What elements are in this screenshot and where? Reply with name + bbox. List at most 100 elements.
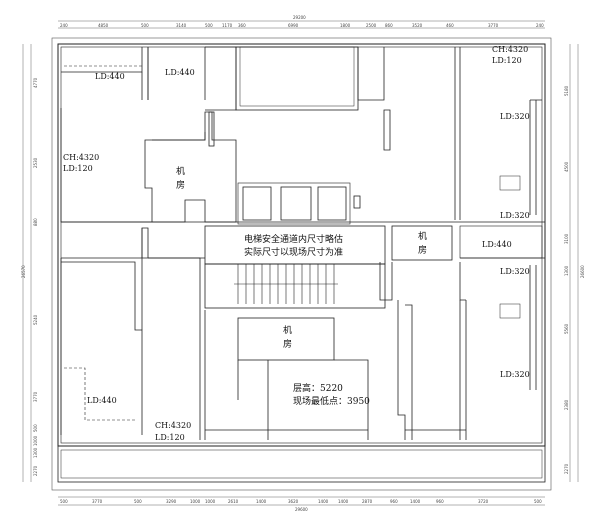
top-dim-seg: 500 xyxy=(205,23,213,28)
top-dim-seg: 240 xyxy=(536,23,544,28)
right-dim-seg: 1300 xyxy=(564,265,569,276)
right-dim-seg: 3100 xyxy=(564,233,569,244)
bottom-dim-seg: 500 xyxy=(534,499,542,504)
label-machine-room-center-1: 机 xyxy=(283,326,293,336)
label-ld440-a: LD:440 xyxy=(95,72,125,81)
right-dim-seg: 5180 xyxy=(564,85,569,96)
top-dim-seg: 500 xyxy=(141,23,149,28)
right-dim-seg: 2270 xyxy=(564,463,569,474)
bottom-dim-seg: 3720 xyxy=(478,499,489,504)
right-dim-seg: 4500 xyxy=(564,161,569,172)
bottom-dim-seg: 2610 xyxy=(228,499,239,504)
elevator-shaft-3 xyxy=(317,186,347,221)
top-dim-seg: 6990 xyxy=(288,23,299,28)
left-dim-seg: 2270 xyxy=(33,465,38,476)
bottom-dim-seg: 1400 xyxy=(410,499,421,504)
wall-small-block-top xyxy=(205,46,237,111)
label-ld440-right: LD:440 xyxy=(482,240,512,249)
right-dim-seg: 2380 xyxy=(564,399,569,410)
small-column-top xyxy=(208,111,215,147)
right-dim-seg: 5560 xyxy=(564,323,569,334)
bottom-dim-seg: 1000 xyxy=(190,499,201,504)
bottom-dim-seg: 3770 xyxy=(92,499,103,504)
bottom-dim-seg: 2870 xyxy=(362,499,373,504)
outer-frame xyxy=(51,37,552,491)
bottom-dim-seg: 3620 xyxy=(288,499,299,504)
top-dim-seg: 860 xyxy=(385,23,393,28)
label-ch-top-right: CH:4320 xyxy=(492,45,529,54)
left-dim-seg: 4770 xyxy=(33,77,38,88)
label-lowest-point: 现场最低点：3950 xyxy=(293,397,370,407)
right-room-ld440 xyxy=(459,225,543,259)
label-elevator-note-1: 电梯安全通道内尺寸略估 xyxy=(244,235,344,245)
wall-top-right-block xyxy=(357,47,385,101)
label-ch-left: CH:4320 xyxy=(63,153,100,162)
top-dim-seg: 2500 xyxy=(366,23,377,28)
top-dim-seg: 360 xyxy=(238,23,246,28)
label-ld320-a: LD:320 xyxy=(500,112,530,121)
label-ld440-left-low: LD:440 xyxy=(87,396,117,405)
elevator-shaft-1 xyxy=(242,186,272,221)
wall-right-windows-low xyxy=(529,265,537,390)
label-ld120-bottom: LD:120 xyxy=(155,433,185,442)
label-ld320-b: LD:320 xyxy=(500,211,530,220)
wall-right-lower-room xyxy=(397,300,467,440)
top-dim-seg: 3770 xyxy=(488,23,499,28)
bottom-dim-seg: 1400 xyxy=(256,499,267,504)
wall-room-ld440b xyxy=(147,47,206,100)
machine-room-right xyxy=(391,225,453,261)
left-dim-seg: 1300 xyxy=(33,447,38,458)
label-ld320-c: LD:320 xyxy=(500,267,530,276)
bottom-dim-seg: 3290 xyxy=(166,499,177,504)
bottom-dim-total: 29600 xyxy=(295,507,308,512)
label-ch-bottom: CH:4320 xyxy=(155,421,192,430)
small-column-elevator xyxy=(353,195,361,209)
left-dim-seg: 5240 xyxy=(33,314,38,325)
bottom-dim-seg: 960 xyxy=(436,499,444,504)
bottom-dim-seg: 1400 xyxy=(338,499,349,504)
label-ld120-top-right: LD:120 xyxy=(492,56,522,65)
top-dim-seg: 240 xyxy=(60,23,68,28)
label-machine-room-left-1: 机 xyxy=(176,167,186,177)
wall-right-lower-room-2 xyxy=(459,262,466,301)
wall-bottom-left-corridor xyxy=(148,257,201,440)
bottom-balcony xyxy=(57,445,546,483)
room-top-center xyxy=(235,46,359,111)
label-ld440-b: LD:440 xyxy=(165,68,195,77)
stair-outline xyxy=(204,263,386,309)
left-dim-seg: 3770 xyxy=(33,391,38,402)
top-dim-seg: 1170 xyxy=(222,23,233,28)
wall-center-right-column xyxy=(379,262,393,301)
left-dim-seg: 1000 xyxy=(33,435,38,446)
bottom-dim-seg: 500 xyxy=(134,499,142,504)
wall-machine-room-left xyxy=(152,111,237,223)
label-machine-room-right-1: 机 xyxy=(418,232,428,242)
left-dim-seg: 500 xyxy=(33,424,38,432)
label-machine-room-left-2: 房 xyxy=(176,181,186,191)
top-dim-seg: 4850 xyxy=(98,23,109,28)
label-ld320-d: LD:320 xyxy=(500,370,530,379)
bottom-dim-seg: 960 xyxy=(390,499,398,504)
label-floor-height: 层高：5220 xyxy=(293,384,343,394)
left-dim-total: 26570 xyxy=(21,265,26,278)
elevator-lobby-wall xyxy=(237,182,351,225)
top-dim-seg: 3520 xyxy=(412,23,423,28)
wall-left-lower-divide xyxy=(141,227,149,258)
wall-top-left-room-2 xyxy=(141,47,149,100)
wall-right-column xyxy=(383,109,391,151)
dashed-balcony-left xyxy=(64,367,135,421)
left-dim-seg: 880 xyxy=(33,218,38,226)
wall-right-windows xyxy=(529,99,542,215)
label-machine-room-center-2: 房 xyxy=(283,340,293,350)
wall-top-left-room xyxy=(61,47,143,73)
bottom-balcony-inner xyxy=(60,449,543,479)
machine-room-center xyxy=(237,317,335,361)
stair-symbol-top xyxy=(499,175,521,191)
elevator-shaft-2 xyxy=(280,186,312,221)
top-dim-seg: 460 xyxy=(446,23,454,28)
bottom-dim-seg: 500 xyxy=(60,499,68,504)
bottom-dim-seg: 1400 xyxy=(318,499,329,504)
top-dim-total: 29200 xyxy=(293,15,306,20)
